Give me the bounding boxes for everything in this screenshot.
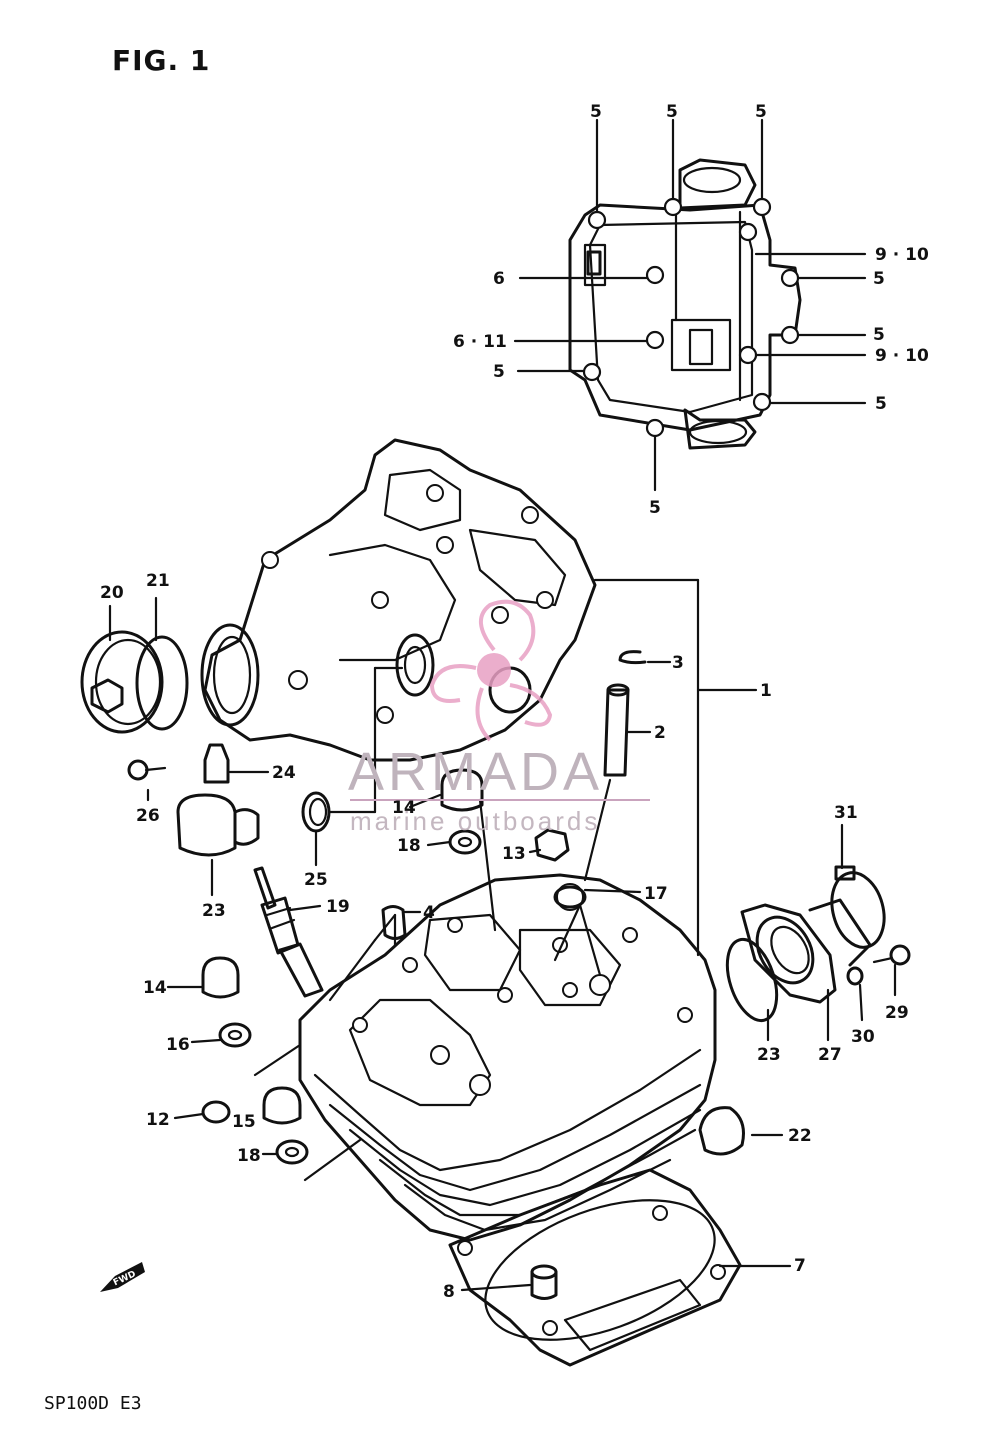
washer-30 [846, 966, 864, 986]
callout-20: 20 [100, 583, 124, 603]
callout-9-10: 9 · 10 [875, 245, 929, 265]
o-ring-23b [725, 937, 779, 1023]
callout-6: 6 [493, 269, 505, 289]
callout-3: 3 [672, 653, 684, 673]
callout-5: 5 [873, 325, 885, 345]
callout-15: 15 [232, 1112, 256, 1132]
callout-9-10: 9 · 10 [875, 346, 929, 366]
watermark-brand: ARMADA [348, 742, 603, 802]
callout-5: 5 [493, 362, 505, 382]
callout-4: 4 [423, 903, 435, 923]
cap-nut-15 [262, 1086, 302, 1125]
callout-17: 17 [644, 884, 668, 904]
callout-27: 27 [818, 1045, 842, 1065]
intake-pipe-27 [740, 898, 872, 1004]
callout-24: 24 [272, 763, 296, 783]
callout-5: 5 [873, 269, 885, 289]
spark-plug-19 [253, 866, 324, 998]
callout-12: 12 [146, 1110, 170, 1130]
o-ring-21 [135, 635, 189, 731]
cap-20 [80, 630, 164, 734]
callout-6-11: 6 · 11 [453, 332, 507, 352]
callout-19: 19 [326, 897, 350, 917]
plug-12 [201, 1100, 231, 1124]
callout-5: 5 [666, 102, 678, 122]
dowel-4 [381, 905, 407, 940]
callout-23: 23 [202, 901, 226, 921]
bolt-26 [127, 759, 167, 781]
callout-7: 7 [794, 1256, 806, 1276]
callout-8: 8 [443, 1282, 455, 1302]
cap-22 [698, 1106, 745, 1156]
callout-25: 25 [304, 870, 328, 890]
callout-2: 2 [654, 723, 666, 743]
leader-lines [108, 578, 897, 1292]
cylinder-head [200, 438, 597, 762]
figure-title: FIG. 1 [112, 44, 211, 77]
clamp-31 [830, 865, 886, 949]
callout-18: 18 [237, 1146, 261, 1166]
nut-13 [534, 828, 570, 862]
washer-16 [218, 1022, 252, 1048]
watermark-logo [429, 599, 553, 742]
callout-26: 26 [136, 806, 160, 826]
cap-23 [176, 793, 260, 857]
guide-2 [603, 683, 630, 777]
callout-1: 1 [760, 681, 772, 701]
screw-29 [872, 944, 911, 966]
callout-numbers: 5 5 5 9 · 10 6 5 6 · 11 5 9 · 10 5 5 5 2… [100, 102, 929, 1302]
callout-13: 13 [502, 844, 526, 864]
cap-nut-14a [440, 768, 484, 812]
gasket-17 [553, 885, 587, 909]
watermark-tagline: marine outboards [350, 806, 600, 836]
callout-31: 31 [834, 803, 858, 823]
washer-18b [275, 1139, 309, 1165]
cylinder-block [298, 873, 717, 1242]
callout-14: 14 [392, 798, 416, 818]
callout-22: 22 [788, 1126, 812, 1146]
cylinder-base-gasket [448, 1168, 742, 1367]
callout-21: 21 [146, 571, 170, 591]
head-cover-plan-view [568, 158, 802, 450]
callout-5: 5 [649, 498, 661, 518]
plate-24 [203, 743, 230, 784]
head-cover-leaders [513, 118, 867, 492]
callout-14: 14 [143, 978, 167, 998]
forward-arrow-icon: FWD [100, 1262, 145, 1292]
callout-29: 29 [885, 1003, 909, 1023]
model-code: SP100D E3 [44, 1393, 142, 1414]
cap-nut-14b [201, 956, 240, 999]
callout-16: 16 [166, 1035, 190, 1055]
callout-5: 5 [755, 102, 767, 122]
o-ring-25 [301, 791, 331, 833]
callout-30: 30 [851, 1027, 875, 1047]
callout-5: 5 [590, 102, 602, 122]
callout-23: 23 [757, 1045, 781, 1065]
clip-3 [618, 650, 647, 665]
callout-5: 5 [875, 394, 887, 414]
callout-18: 18 [397, 836, 421, 856]
